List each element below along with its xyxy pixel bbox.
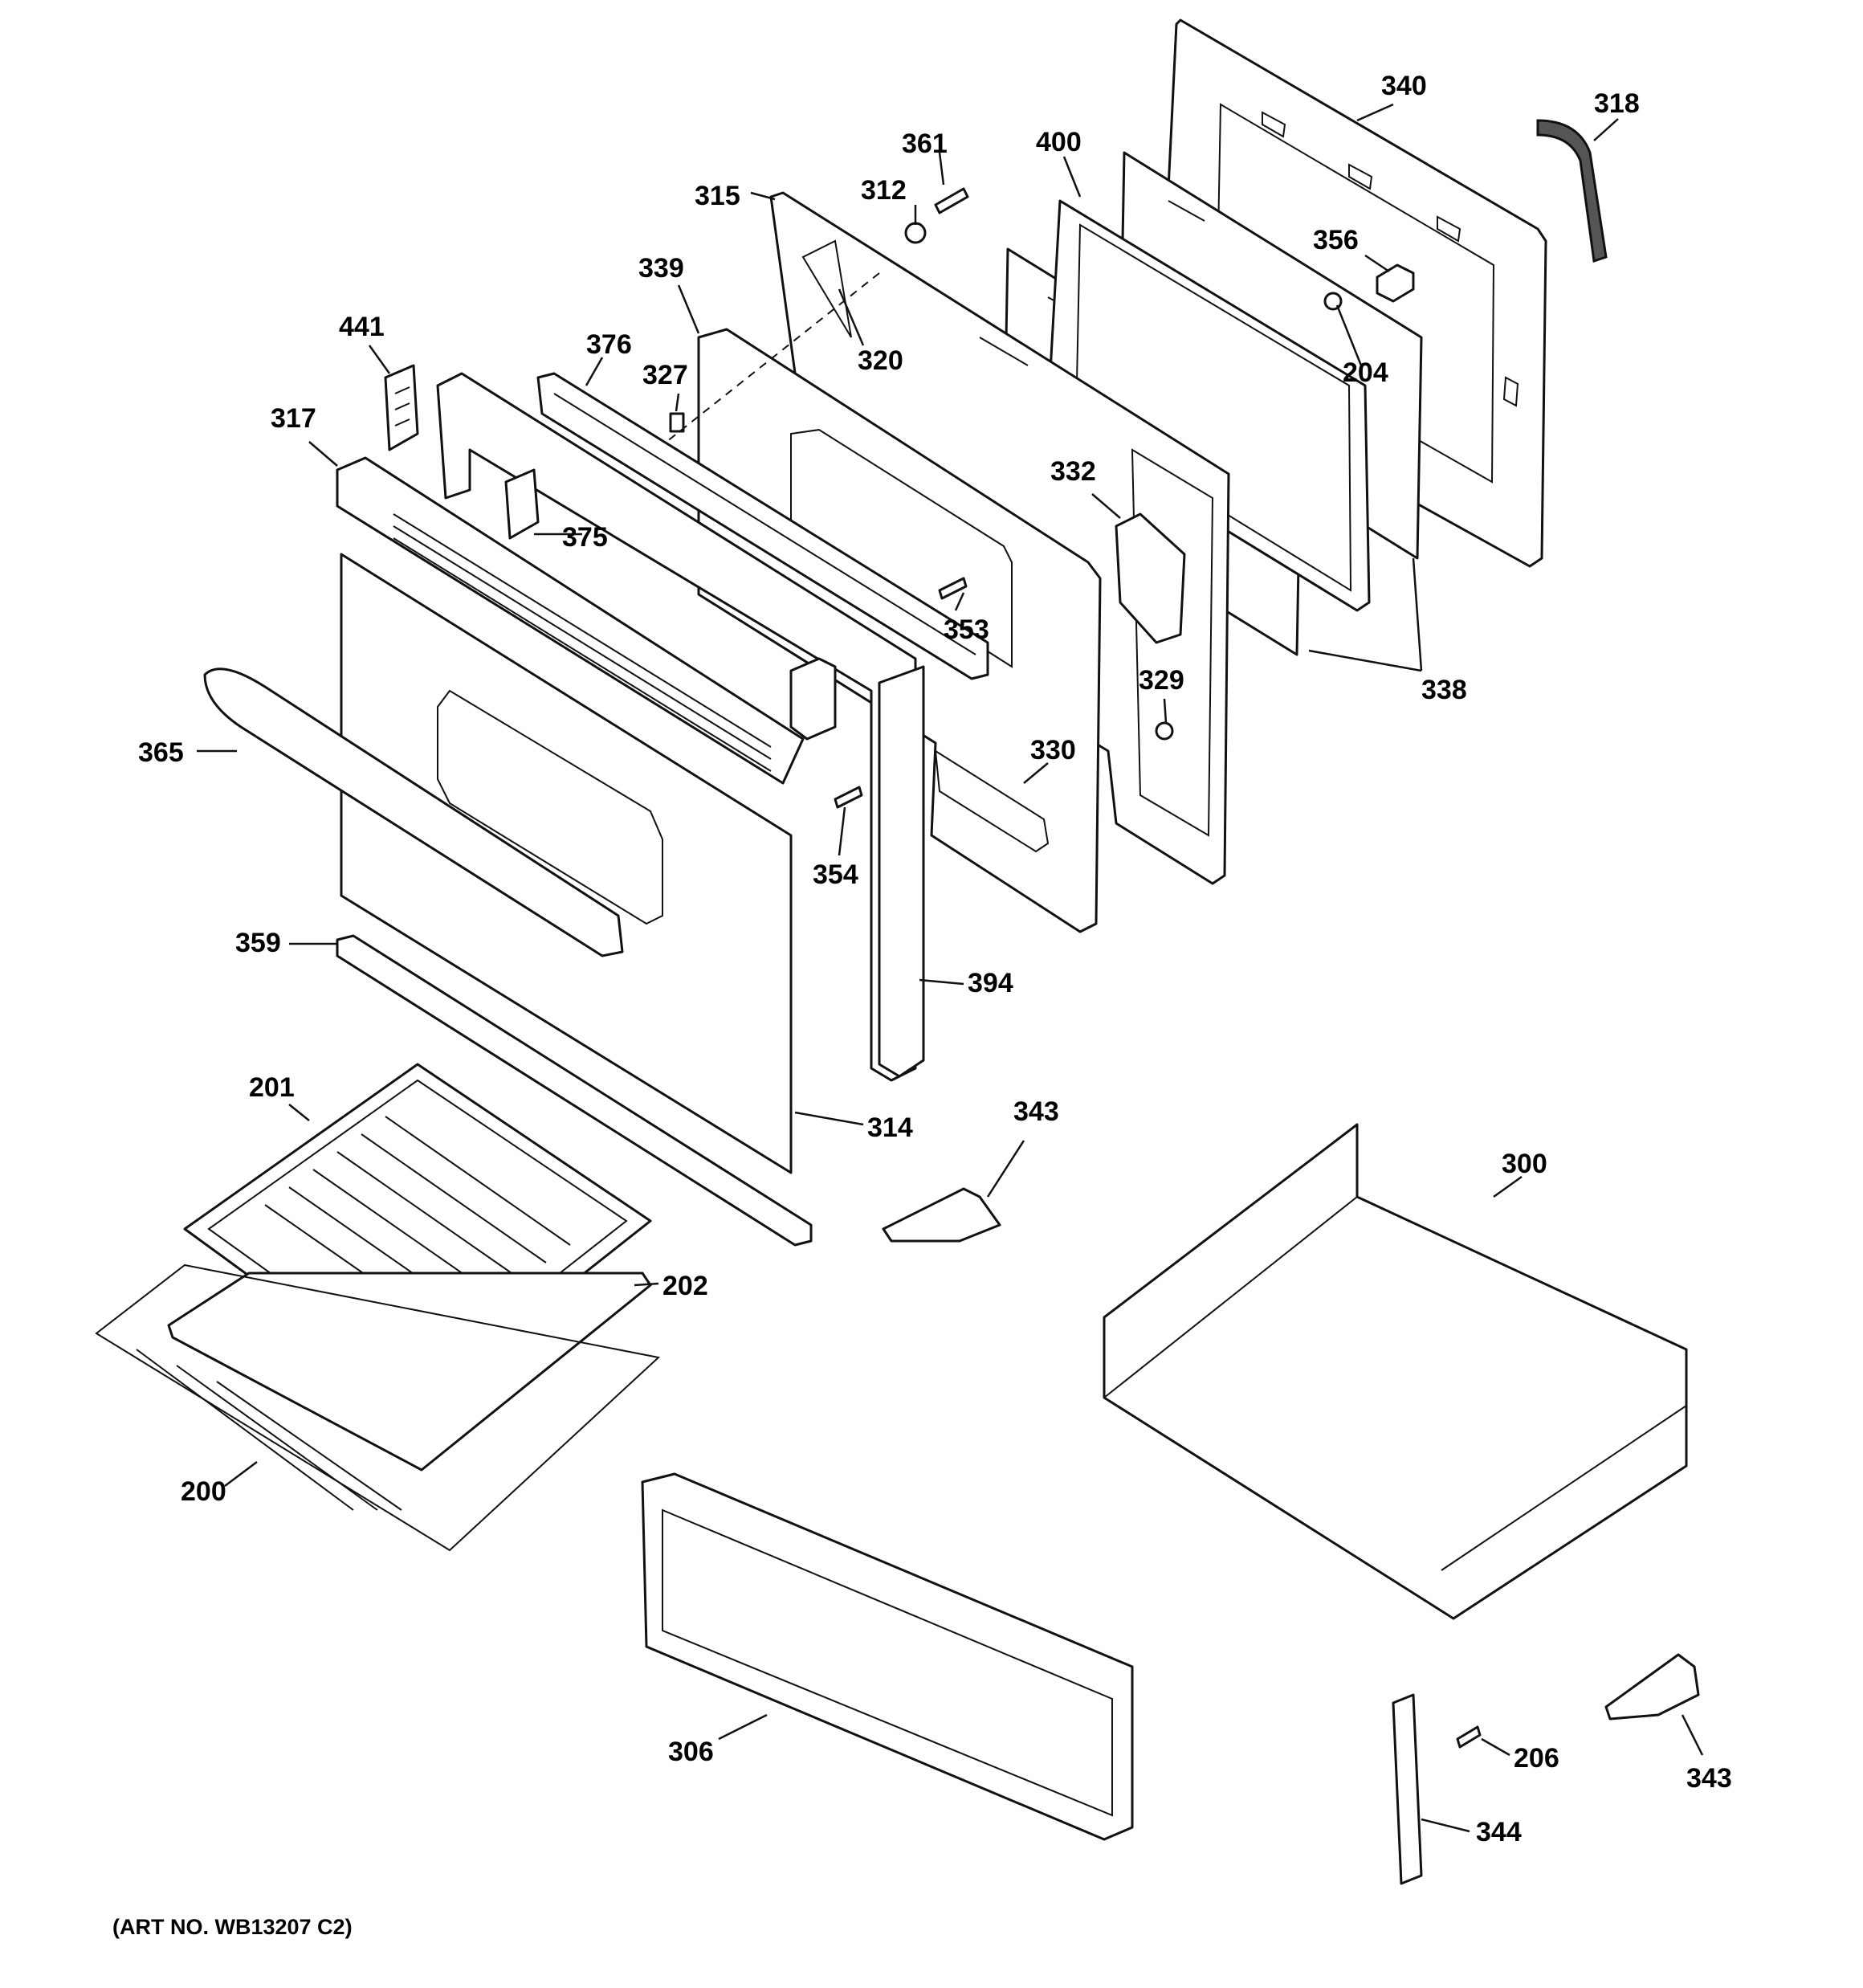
callout-202: 202 (662, 1271, 708, 1301)
callout-306: 306 (668, 1737, 714, 1767)
part-344-drawer-rail (1392, 1693, 1423, 1885)
part-312-nut (904, 222, 927, 244)
part-200-oven-rack (95, 1263, 661, 1552)
part-354-screw (834, 786, 863, 809)
part-bracket-lower (789, 657, 837, 741)
part-361-screw (934, 187, 969, 214)
callout-327: 327 (642, 360, 688, 390)
part-394-side-trim (878, 665, 925, 1078)
part-206-screw (1456, 1725, 1482, 1749)
callout-343-upper: 343 (1013, 1096, 1059, 1127)
callout-201: 201 (249, 1072, 295, 1103)
callout-353: 353 (944, 614, 989, 645)
callout-400: 400 (1036, 127, 1082, 157)
callout-354: 354 (813, 859, 858, 890)
part-317-vent-trim (336, 456, 805, 785)
callout-labels: 340 318 361 400 312 315 356 339 204 320 … (138, 71, 1732, 1847)
part-343-drawer-slide-lower (1604, 1653, 1700, 1721)
callout-359: 359 (235, 928, 281, 958)
callout-329: 329 (1139, 665, 1184, 696)
part-300-drawer-body (1103, 1123, 1688, 1620)
callout-340: 340 (1381, 71, 1427, 101)
callout-312: 312 (861, 175, 907, 206)
callout-320: 320 (858, 345, 903, 376)
callout-356: 356 (1313, 225, 1359, 255)
part-356-bracket (1376, 263, 1415, 303)
callout-376: 376 (586, 329, 632, 360)
callout-318: 318 (1594, 88, 1640, 119)
callout-206: 206 (1514, 1743, 1559, 1774)
callout-332: 332 (1050, 456, 1096, 487)
callout-314: 314 (867, 1112, 913, 1143)
part-door-frame-channel (436, 372, 917, 1082)
part-376-door-frame (536, 372, 989, 680)
callout-375: 375 (562, 522, 608, 553)
callout-200: 200 (181, 1476, 226, 1507)
part-327-clip (669, 412, 685, 433)
part-359-bottom-trim (336, 934, 813, 1247)
part-202-broiler-pan (167, 1272, 652, 1472)
part-343-drawer-slide-upper (882, 1187, 1001, 1243)
callout-365: 365 (138, 737, 184, 768)
part-441-hinge-bracket (384, 364, 419, 451)
art-number-caption: (ART NO. WB13207 C2) (112, 1915, 353, 1939)
callout-344: 344 (1476, 1817, 1522, 1847)
callout-317: 317 (271, 403, 316, 434)
callout-330: 330 (1030, 735, 1076, 765)
callout-343-lower: 343 (1686, 1763, 1732, 1794)
part-306-drawer-front (641, 1472, 1134, 1841)
callout-300: 300 (1502, 1149, 1547, 1179)
part-365-door-handle (203, 667, 624, 957)
callout-338: 338 (1421, 675, 1467, 705)
leader-lines (197, 103, 1704, 1833)
part-332-hinge-block (1115, 512, 1186, 644)
callout-394: 394 (968, 968, 1013, 998)
part-318-gasket (1536, 119, 1608, 263)
callout-361: 361 (902, 129, 948, 159)
callout-339: 339 (638, 253, 684, 284)
callout-441: 441 (339, 312, 385, 342)
callout-204: 204 (1343, 357, 1388, 388)
part-375-bracket (504, 468, 540, 540)
callout-315: 315 (695, 181, 740, 211)
part-353-screw (938, 577, 968, 600)
part-329-screw (1155, 721, 1174, 741)
